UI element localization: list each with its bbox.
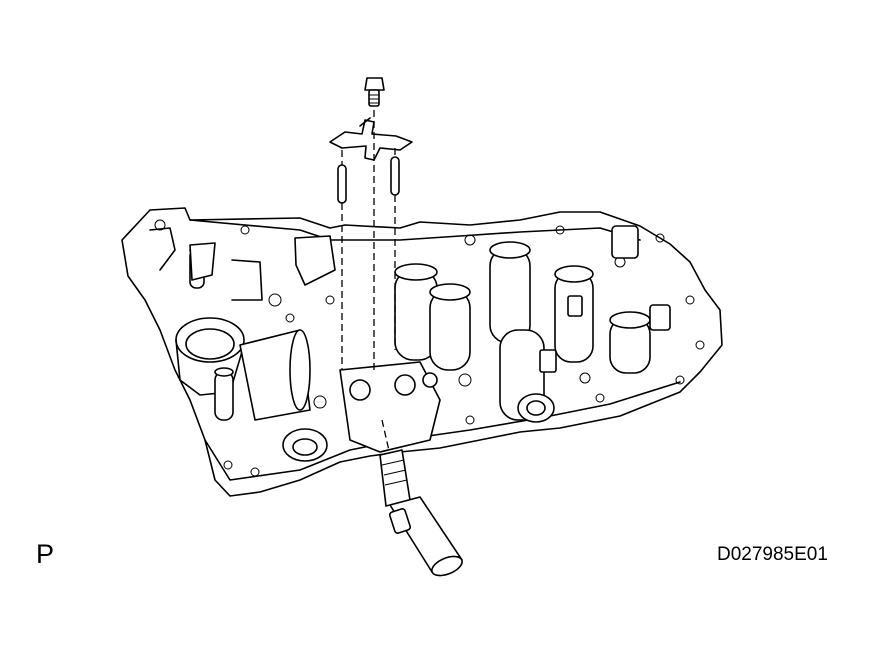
alignment-lines bbox=[341, 110, 396, 456]
valve-body bbox=[121, 207, 723, 497]
bolt bbox=[364, 77, 385, 107]
figure-code: D027985E01 bbox=[717, 544, 828, 565]
lock-plate bbox=[329, 117, 413, 161]
pins bbox=[337, 156, 400, 204]
solenoid-valve bbox=[379, 449, 463, 577]
corner-label: P bbox=[36, 539, 55, 569]
